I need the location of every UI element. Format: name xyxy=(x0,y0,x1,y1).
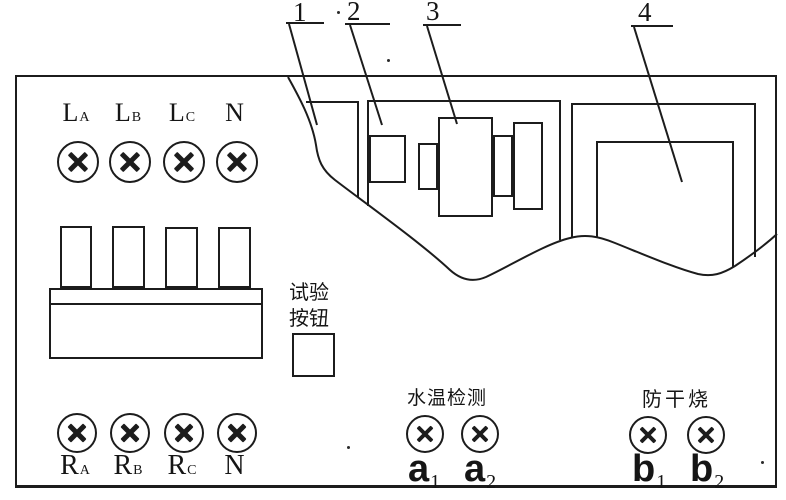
dry-burn-section-title: 防干烧 xyxy=(642,389,711,411)
callout-1-leader-line xyxy=(288,23,318,126)
break-tear-curve xyxy=(287,76,778,281)
breaker-toggle-3 xyxy=(165,227,198,288)
breaker-toggle-4 xyxy=(218,227,251,288)
callout-2-label: 2 xyxy=(347,0,361,26)
test-button-label: 试验 按钮 xyxy=(289,282,329,330)
terminal-label-rc: RC xyxy=(167,450,197,481)
terminal-label-a2: a2 xyxy=(464,448,497,493)
callout-4-label: 4 xyxy=(638,0,652,27)
component-4-body-outline xyxy=(596,141,734,267)
breaker-body-divider xyxy=(49,303,263,305)
callout-2-leader-line xyxy=(349,24,383,126)
water-temp-section-title: 水温检测 xyxy=(407,388,488,409)
component-3-end-block xyxy=(513,122,543,210)
component-3-coupler-right xyxy=(493,135,513,197)
breaker-toggle-2 xyxy=(112,226,145,288)
terminal-label-a1: a1 xyxy=(408,448,441,493)
terminal-label-rb: RB xyxy=(113,450,143,481)
terminal-screw-icon-n-top xyxy=(216,141,258,183)
breaker-toggle-1 xyxy=(60,226,92,288)
terminal-label-lb: LB xyxy=(114,98,142,127)
compartment-4-outer-outline xyxy=(571,103,756,257)
terminal-label-b2: b2 xyxy=(690,448,725,493)
callout-3-leader-line xyxy=(426,25,458,125)
terminal-label-ra: RA xyxy=(60,450,90,481)
test-button xyxy=(292,333,335,377)
scan-speck xyxy=(761,461,764,464)
terminal-screw-icon-lb xyxy=(109,141,151,183)
scan-speck xyxy=(347,446,350,449)
terminal-label-n-top: N xyxy=(225,98,244,127)
terminal-screw-icon-rb xyxy=(110,413,150,453)
terminal-screw-icon-la xyxy=(57,141,99,183)
terminal-label-n-bottom: N xyxy=(224,450,245,481)
terminal-label-lc: LC xyxy=(168,98,196,127)
terminal-label-la: LA xyxy=(62,98,90,127)
terminal-screw-icon-n-bottom xyxy=(217,413,257,453)
terminal-screw-icon-ra xyxy=(57,413,97,453)
component-3-coupler-left xyxy=(418,143,438,190)
terminal-screw-icon-b2 xyxy=(687,416,725,454)
terminal-label-b1: b1 xyxy=(632,448,667,493)
component-1-outline xyxy=(306,101,359,197)
terminal-screw-icon-lc xyxy=(163,141,205,183)
component-3-body xyxy=(438,117,493,217)
terminal-screw-icon-rc xyxy=(164,413,204,453)
scan-speck xyxy=(337,11,340,14)
callout-1-label: 1 xyxy=(293,0,307,27)
breaker-body xyxy=(49,288,263,359)
callout-4-leader-line xyxy=(633,26,683,183)
callout-3-label: 3 xyxy=(426,0,440,26)
terminal-screw-icon-b1 xyxy=(629,416,667,454)
terminal-screw-icon-a1 xyxy=(406,415,444,453)
scan-speck xyxy=(387,59,390,62)
component-2-box xyxy=(369,135,406,183)
terminal-screw-icon-a2 xyxy=(461,415,499,453)
compartment-2-3-outline xyxy=(367,100,561,240)
